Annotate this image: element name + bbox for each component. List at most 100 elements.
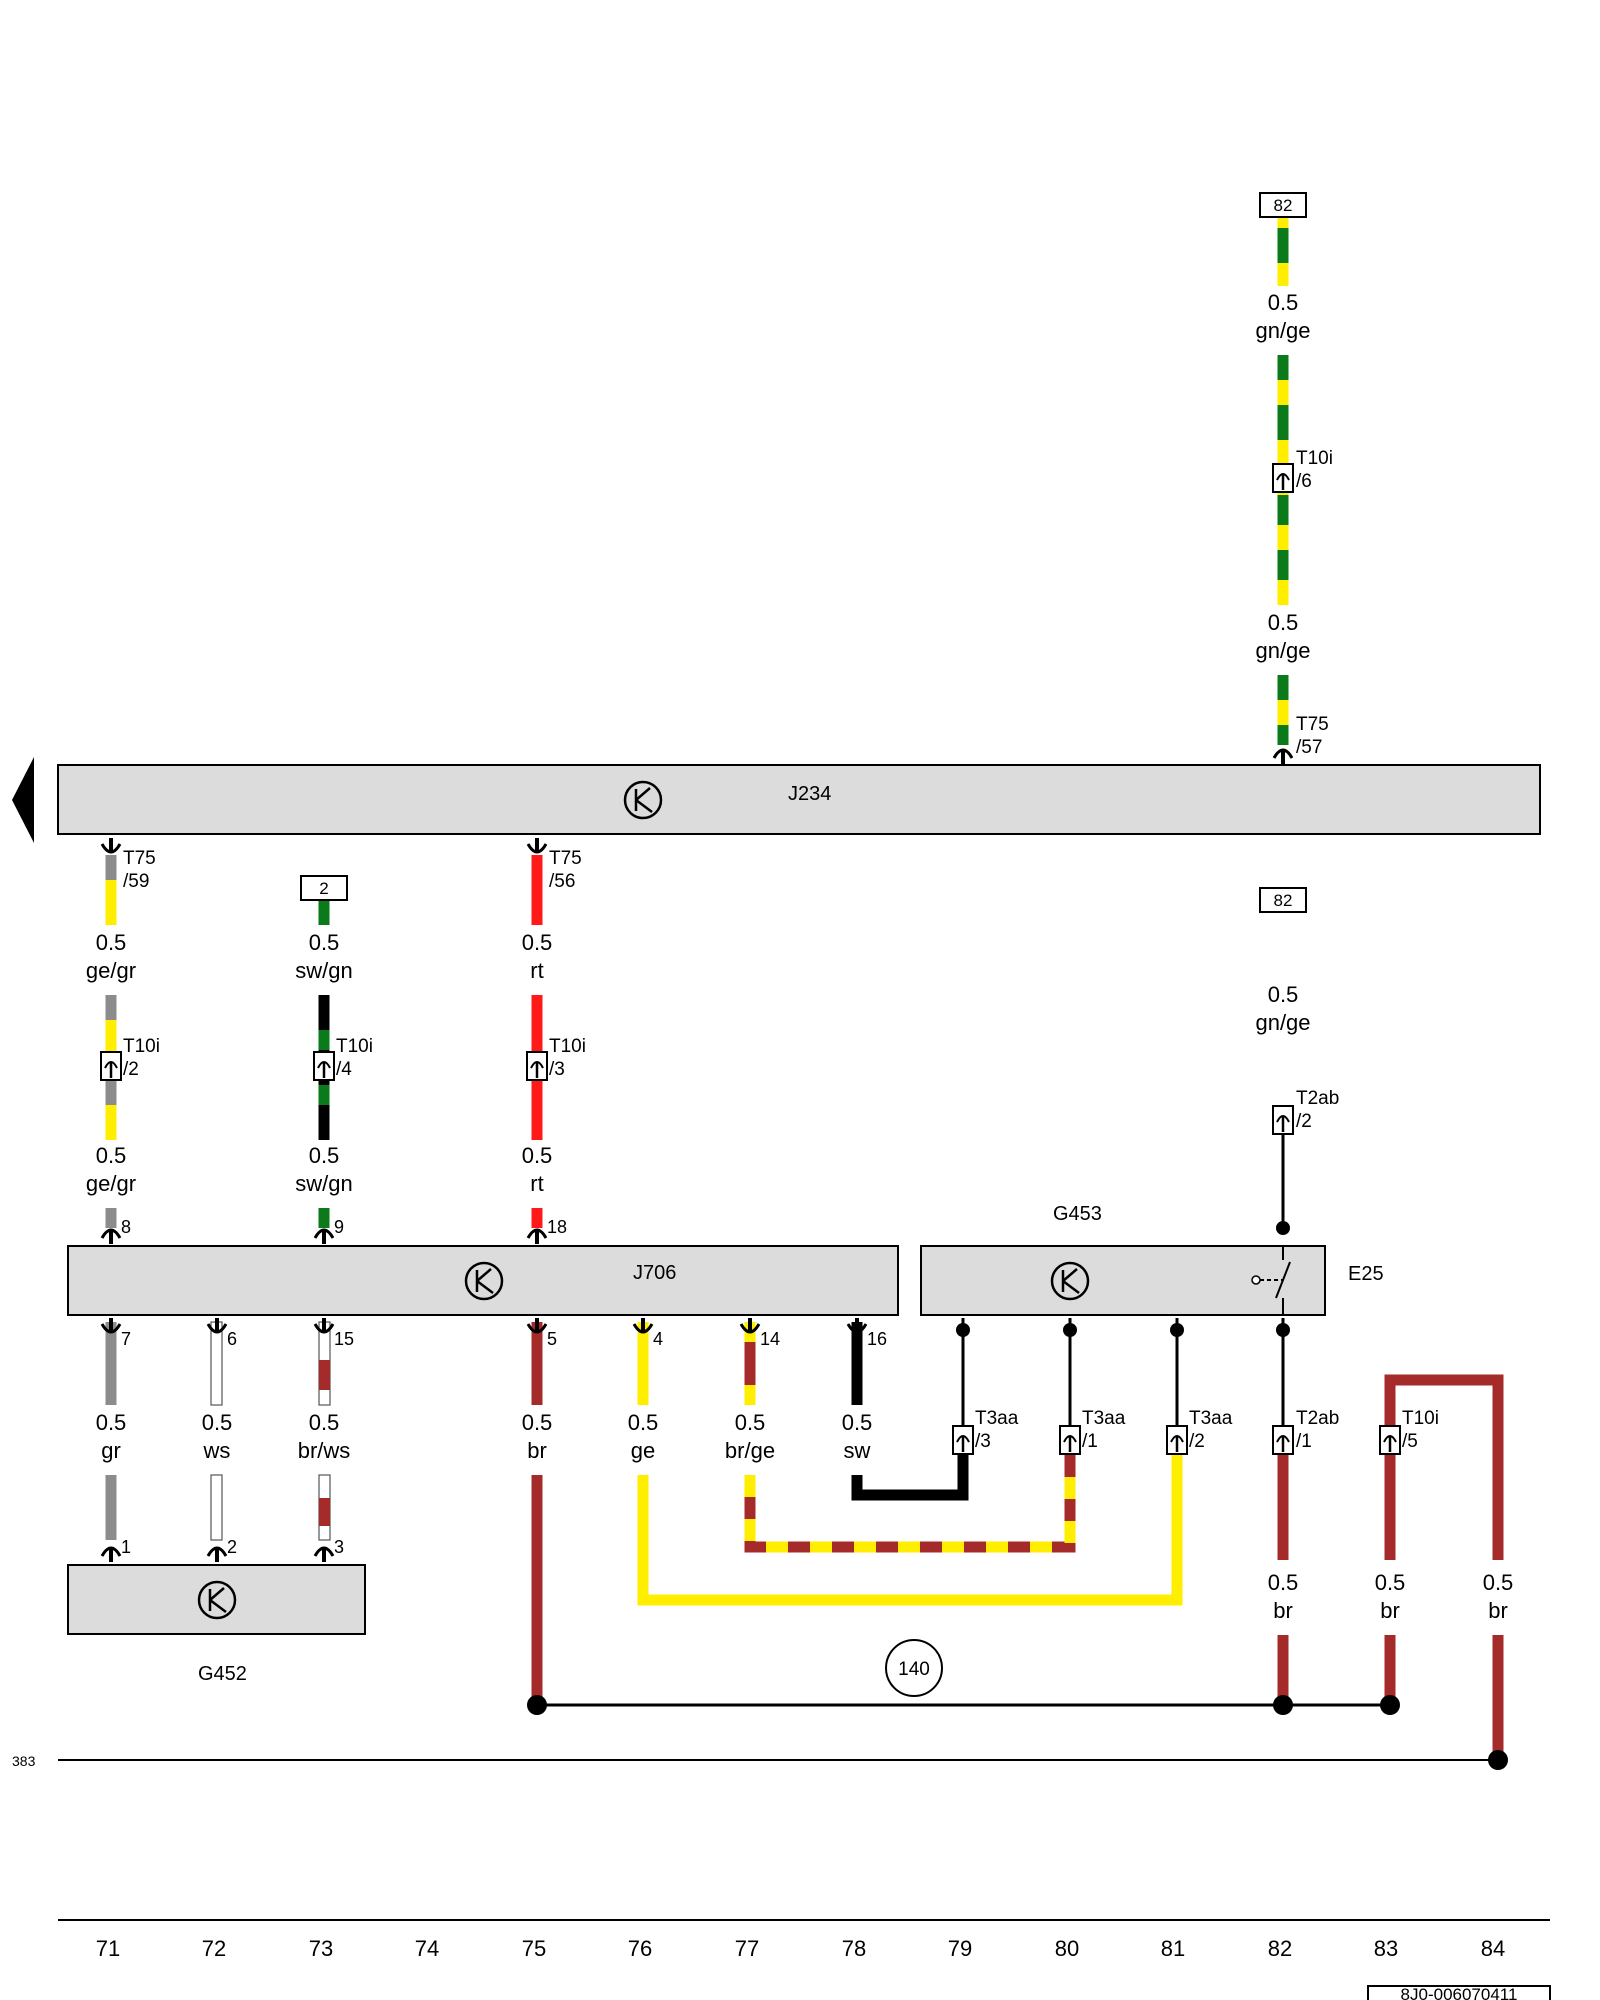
wire-color: gr (101, 1438, 121, 1463)
connector-name: T2ab (1296, 1408, 1339, 1429)
wire-size: 0.5 (309, 1143, 340, 1168)
connector-pin: /59 (123, 871, 149, 892)
svg-text:7: 7 (121, 1329, 131, 1349)
scale-number: 74 (415, 1936, 439, 1961)
svg-text:140: 140 (898, 1659, 930, 1680)
scale-number: 71 (96, 1936, 120, 1961)
svg-text:14: 14 (760, 1329, 780, 1349)
connector-pin: /3 (975, 1431, 991, 1452)
ref-box-2[interactable]: 2 (300, 875, 348, 901)
connector-labels: T10i /6 T75 /57 T75 /59 T75 /56 T10i /2 … (123, 448, 1439, 1452)
wire-col76 (637, 1322, 1183, 1606)
wire-size: 0.5 (1268, 610, 1299, 635)
connector-name: T2ab (1296, 1088, 1339, 1109)
wire-size: 0.5 (309, 930, 340, 955)
wire-color: rt (530, 958, 543, 983)
svg-text:16: 16 (867, 1329, 887, 1349)
g453-label: G453 (1053, 1203, 1102, 1225)
scale-number: 83 (1374, 1936, 1398, 1961)
g452-label: G452 (198, 1663, 247, 1685)
ground-bus (58, 1695, 1508, 1770)
wire-size: 0.5 (522, 1143, 553, 1168)
svg-text:3: 3 (334, 1537, 344, 1557)
connector-pin: /2 (1189, 1431, 1205, 1452)
svg-text:2: 2 (319, 879, 328, 898)
scale-number: 78 (842, 1936, 866, 1961)
wire-color: gn/ge (1255, 1010, 1310, 1035)
wire-size: 0.5 (1268, 1570, 1299, 1595)
wire-color: sw/gn (295, 1171, 352, 1196)
scale-number: 75 (522, 1936, 546, 1961)
wire-color: gn/ge (1255, 318, 1310, 343)
scale-number: 73 (309, 1936, 333, 1961)
svg-text:15: 15 (334, 1329, 354, 1349)
svg-text:5: 5 (547, 1329, 557, 1349)
j234-label: J234 (788, 783, 831, 805)
connector-name: T75 (123, 848, 156, 869)
component-g453[interactable]: G453 (920, 1203, 1326, 1316)
connector-pin: /2 (123, 1059, 139, 1080)
ref-box-82-top[interactable]: 82 (1259, 192, 1307, 218)
connector-symbols (100, 463, 1401, 1455)
wire-col77 (744, 1322, 1076, 1553)
wire-size: 0.5 (309, 1410, 340, 1435)
scale-number: 82 (1268, 1936, 1292, 1961)
connector-name: T3aa (1189, 1408, 1233, 1429)
svg-text:82: 82 (1274, 891, 1293, 910)
svg-text:82: 82 (1274, 196, 1293, 215)
wire-col78 (851, 1322, 969, 1501)
wire-size: 0.5 (842, 1410, 873, 1435)
connector-pin: /1 (1082, 1431, 1098, 1452)
wire-size: 0.5 (522, 1410, 553, 1435)
connector-name: T10i (336, 1036, 373, 1057)
j706-label: J706 (633, 1262, 676, 1284)
wire-color: rt (530, 1171, 543, 1196)
wire-size: 0.5 (1268, 290, 1299, 315)
ref-box-82-mid[interactable]: 82 (1259, 887, 1307, 913)
wire-color: sw/gn (295, 958, 352, 983)
component-g452[interactable]: G452 (67, 1564, 366, 1685)
line-ref-383: 383 (12, 1753, 36, 1769)
connector-name: T3aa (1082, 1408, 1126, 1429)
scale-number: 72 (202, 1936, 226, 1961)
wire-labels: 0.5 gn/ge 0.5 gn/ge 0.5 ge/gr 0.5 sw/gn … (86, 290, 1513, 1623)
connector-name: T10i (1402, 1408, 1439, 1429)
wire-color: br (527, 1438, 547, 1463)
wire-size: 0.5 (202, 1410, 233, 1435)
svg-text:8J0-006070411: 8J0-006070411 (1401, 1985, 1518, 2000)
wire-size: 0.5 (96, 930, 127, 955)
circle-ref-140[interactable]: 140 (885, 1639, 943, 1697)
wire-size: 0.5 (522, 930, 553, 955)
component-j234[interactable]: J234 (12, 757, 1541, 843)
wire-color: ge/gr (86, 958, 136, 983)
column-scale: 71 72 73 74 75 76 77 78 79 80 81 82 83 8… (96, 1936, 1505, 1961)
connector-name: T3aa (975, 1408, 1019, 1429)
wire-color: br/ws (298, 1438, 351, 1463)
scale-number: 76 (628, 1936, 652, 1961)
connector-name: T75 (549, 848, 582, 869)
wire-size: 0.5 (96, 1143, 127, 1168)
wire-color: ws (203, 1438, 231, 1463)
wire-size: 0.5 (1268, 982, 1299, 1007)
e25-label: E25 (1348, 1263, 1384, 1285)
wire-size: 0.5 (628, 1410, 659, 1435)
wire-size: 0.5 (735, 1410, 766, 1435)
svg-text:8: 8 (121, 1217, 131, 1237)
scale-number: 81 (1161, 1936, 1185, 1961)
wire-color: br (1380, 1598, 1400, 1623)
document-id: 8J0-006070411 (1367, 1985, 1551, 2000)
component-j706[interactable]: J706 (67, 1245, 899, 1316)
connector-pin: /6 (1296, 471, 1312, 492)
wire-size: 0.5 (1375, 1570, 1406, 1595)
wire-size: 0.5 (96, 1410, 127, 1435)
connector-pin: /3 (549, 1059, 565, 1080)
wire-color: br (1273, 1598, 1293, 1623)
connector-pin: /56 (549, 871, 575, 892)
svg-text:4: 4 (653, 1329, 663, 1349)
svg-text:18: 18 (547, 1217, 567, 1237)
wire-color: br (1488, 1598, 1508, 1623)
connector-pin: /2 (1296, 1111, 1312, 1132)
connector-pin: /57 (1296, 737, 1322, 758)
connector-name: T10i (1296, 448, 1333, 469)
